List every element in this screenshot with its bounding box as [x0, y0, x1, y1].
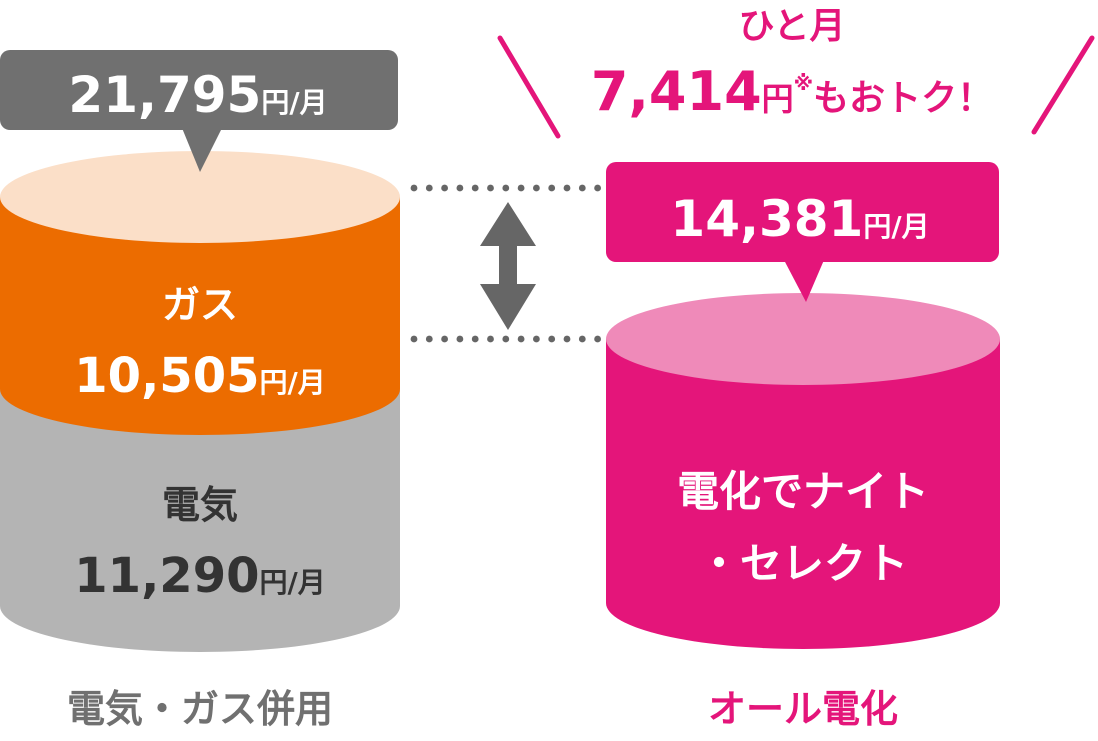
guide-dot: [410, 184, 418, 192]
guide-dot: [425, 184, 433, 192]
guide-dot: [471, 184, 479, 192]
guide-dot: [517, 184, 525, 192]
guide-dot: [487, 335, 494, 343]
guide-dot: [563, 335, 571, 343]
guide-dot: [533, 335, 540, 343]
savings-unit: 円: [762, 80, 794, 118]
bar-segment-all-electric: [606, 339, 1000, 649]
right-cylinder-top: [606, 293, 1000, 385]
plan-name-line1: 電化でナイト: [677, 467, 929, 516]
guide-dot: [410, 335, 418, 343]
bar-segment-gas: [0, 197, 400, 435]
left-total-bubble: 21,795円/月: [0, 50, 398, 172]
burst-line-right: [1031, 35, 1095, 135]
left-cylinder: [0, 151, 400, 652]
savings-suffix: もおトク！: [813, 78, 993, 119]
guide-dot: [456, 184, 464, 192]
guide-dot: [578, 335, 586, 343]
right-cylinder: [606, 293, 1000, 649]
double-arrow-vertical-icon: [480, 202, 536, 330]
guide-dot: [578, 184, 586, 192]
guide-dot: [548, 335, 556, 343]
savings-headline: 7,414円※もおトク！: [591, 60, 993, 123]
guide-dot: [502, 184, 510, 192]
right-total-bubble: 14,381円/月: [606, 162, 999, 302]
guide-dot: [594, 184, 601, 192]
gas-segment-value: 10,505円/月: [74, 348, 325, 404]
guide-dot: [517, 335, 525, 343]
guide-dot: [563, 184, 571, 192]
guide-dot: [471, 335, 479, 343]
burst-line-left: [497, 35, 561, 139]
right-total-label: 14,381円/月: [670, 190, 929, 248]
left-category-label: 電気・ガス併用: [67, 687, 333, 731]
dotted-guide-bottom: [410, 335, 601, 343]
guide-dot: [487, 184, 494, 192]
savings-note-mark: ※: [794, 71, 813, 95]
guide-dot: [441, 184, 448, 192]
bar-segment-electricity: [0, 389, 400, 652]
guide-dot: [425, 335, 433, 343]
guide-dot: [456, 335, 464, 343]
guide-dot: [533, 184, 540, 192]
plan-name-line2: ・セレクト: [698, 539, 908, 588]
savings-amount: 7,414: [591, 60, 762, 123]
electricity-segment-value: 11,290円/月: [74, 548, 325, 604]
guide-dot: [594, 335, 601, 343]
guide-dot: [502, 335, 510, 343]
gas-segment-name: ガス: [162, 283, 238, 327]
dotted-guide-top: [410, 184, 601, 192]
electricity-segment-name: 電気: [162, 483, 238, 527]
savings-line1: ひと月: [739, 6, 846, 47]
right-category-label: オール電化: [708, 687, 898, 731]
left-cylinder-top: [0, 151, 400, 243]
left-total-label: 21,795円/月: [68, 66, 327, 124]
guide-dot: [548, 184, 556, 192]
guide-dot: [441, 335, 448, 343]
